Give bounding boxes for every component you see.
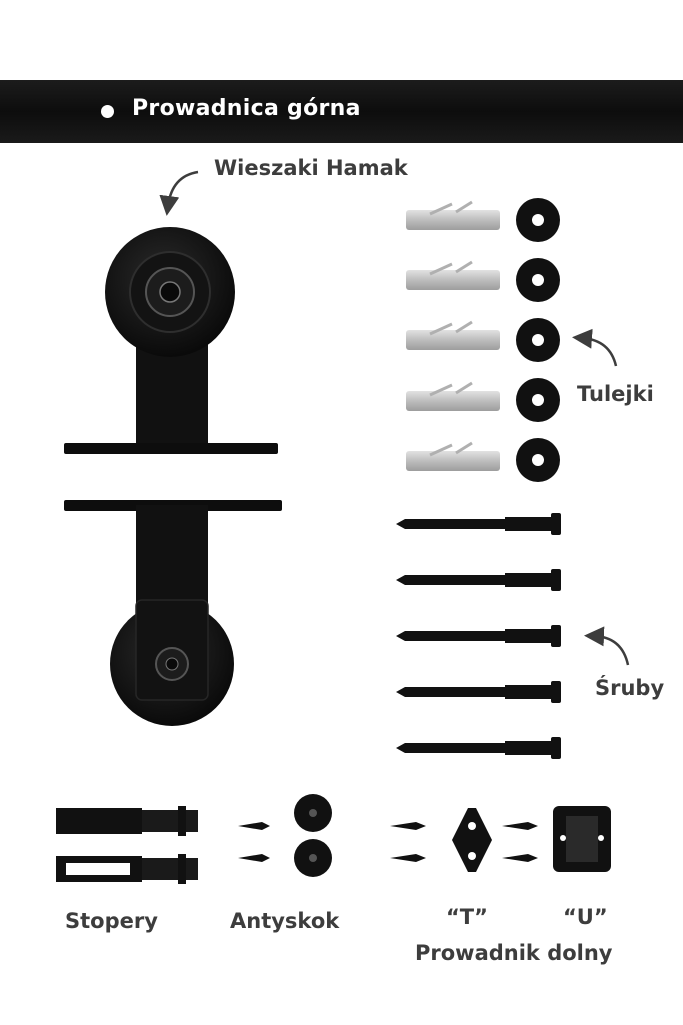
- washer-icon: [516, 198, 560, 482]
- anti-jump-icon: [238, 794, 332, 877]
- sleeves-label: Tulejki: [577, 382, 654, 406]
- floor-guide-label: Prowadnik dolny: [415, 941, 613, 965]
- wall-anchor-icon: [406, 200, 500, 471]
- t-guide-label: “T”: [446, 905, 488, 929]
- top-rail: Prowadnica górna: [0, 80, 683, 143]
- hangers-label: Wieszaki Hamak: [214, 156, 408, 180]
- u-guide-icon: [502, 806, 611, 872]
- hanger-wheel-icon: [64, 500, 282, 726]
- rail-bullet-icon: [101, 105, 114, 118]
- hanger-wheel-icon: [64, 227, 278, 454]
- t-guide-icon: [390, 808, 492, 872]
- lag-screw-icon: [396, 513, 561, 759]
- rail-title: Prowadnica górna: [132, 96, 361, 121]
- curved-arrow-icon: [584, 626, 630, 666]
- anti-jump-label: Antyskok: [230, 909, 340, 933]
- screws-label: Śruby: [595, 676, 665, 700]
- stopper-icon: [56, 806, 198, 884]
- stoppers-label: Stopery: [65, 909, 158, 933]
- curved-arrow-icon: [572, 328, 618, 367]
- curved-arrow-icon: [159, 170, 199, 216]
- u-guide-label: “U”: [563, 905, 608, 929]
